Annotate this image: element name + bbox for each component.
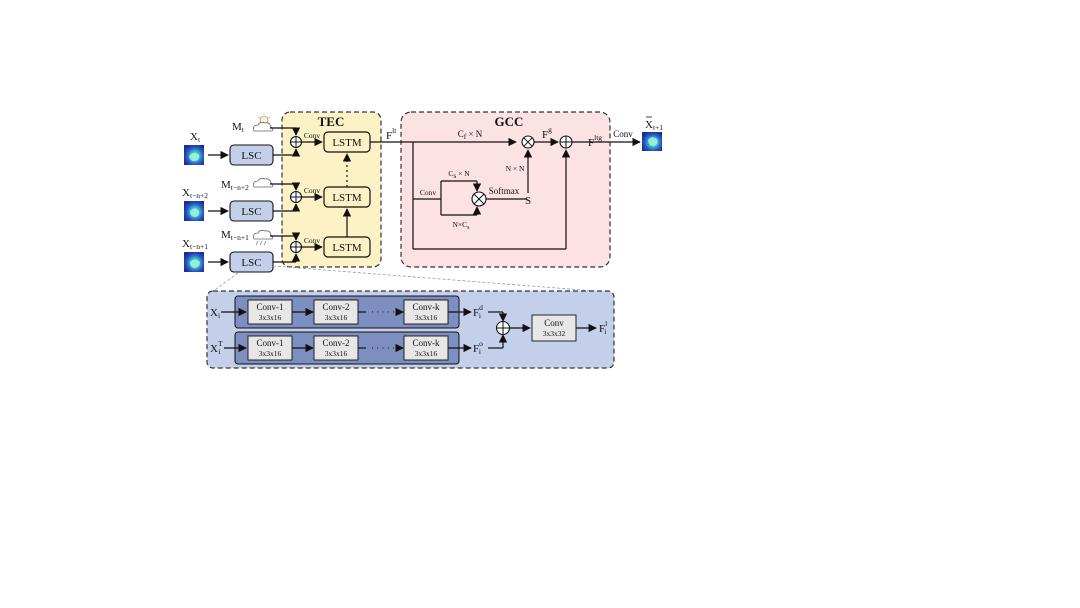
s-label: S — [525, 195, 531, 207]
row1-conv-k-size: 3x3x16 — [415, 313, 438, 322]
row1-conv-k-name: Conv-k — [413, 302, 441, 312]
lsc-detail: Xi Conv-1 3x3x16 Conv-2 3x3x16 · · · · ·… — [206, 290, 615, 369]
softmax-label: Softmax — [489, 186, 520, 196]
sum-node-3 — [289, 240, 303, 254]
lsc-label-3: LSC — [241, 257, 261, 269]
row2-conv-k-box — [403, 335, 449, 361]
zoom-guide-right — [272, 265, 609, 293]
output-satellite-image — [642, 132, 662, 151]
output-section: Fltg Conv Xt+1 — [572, 116, 663, 151]
row2-conv-2-size: 3x3x16 — [325, 349, 348, 358]
nn-label: N × N — [506, 164, 525, 173]
lstm-label-3: LSTM — [332, 242, 362, 254]
fltg-label: Fltg — [588, 133, 602, 149]
row2-conv-1-box — [247, 335, 293, 361]
sun-cloud-icon — [253, 113, 274, 132]
row1-dots: · · · · · — [371, 307, 395, 317]
m-label-2: Mt−n+2 — [221, 179, 249, 192]
row1-conv-k-box — [403, 299, 449, 325]
lstm-label-1: LSTM — [332, 137, 362, 149]
row2-conv-1-size: 3x3x16 — [259, 349, 282, 358]
final-conv-box — [531, 314, 577, 342]
fg-label: Fg — [542, 125, 552, 141]
tec-title: TEC — [318, 114, 345, 129]
tec-module: TEC LSTM LSTM LSTM Conv Conv Conv — [281, 111, 382, 268]
row1-conv-2-size: 3x3x16 — [325, 313, 348, 322]
output-x-hat-label: Xt+1 — [645, 119, 663, 132]
n-cs-label: N×Cs — [453, 220, 471, 231]
x-label-1: Xt — [190, 131, 201, 144]
m-label-3: Mt−n+1 — [221, 229, 249, 242]
sum-node-1 — [289, 135, 303, 149]
row1-conv-1-size: 3x3x16 — [259, 313, 282, 322]
satellite-image-1 — [184, 145, 204, 165]
row2-conv-1-name: Conv-1 — [257, 338, 284, 348]
multiply-node-top — [521, 135, 535, 149]
sum-node-2 — [289, 190, 303, 204]
zoom-guide-left — [211, 272, 239, 293]
row2-conv-2-name: Conv-2 — [323, 338, 350, 348]
cs-n-label: Cs × N — [448, 169, 470, 180]
lsc-label-1: LSC — [241, 150, 261, 162]
x-label-3: Xt−n+1 — [182, 238, 208, 251]
tec-conv-label-1: Conv — [304, 131, 321, 140]
gcc-title: GCC — [495, 114, 524, 129]
row1-conv-1-name: Conv-1 — [257, 302, 284, 312]
multiply-node-bottom — [471, 191, 487, 207]
row2-conv-k-name: Conv-k — [413, 338, 441, 348]
rain-cloud-icon — [253, 229, 274, 246]
lstm-label-2: LSTM — [332, 192, 362, 204]
m-label-1: Mt — [232, 121, 245, 134]
final-conv-size: 3x3x32 — [543, 329, 566, 338]
lsc-label-2: LSC — [241, 206, 261, 218]
row2-conv-2-box — [313, 335, 359, 361]
final-conv-name: Conv — [544, 318, 564, 328]
tec-conv-label-3: Conv — [304, 236, 321, 245]
row2-dots: · · · · · — [371, 343, 395, 353]
sum-node-gcc — [559, 135, 573, 149]
satellite-image-3 — [184, 252, 204, 272]
row1-input-label: Xi — [210, 307, 220, 320]
flt-label: Flt — [386, 126, 397, 142]
cf-n-label: Cf × N — [458, 129, 483, 141]
x-label-2: Xt−n+2 — [182, 187, 208, 200]
gcc-module: GCC Flt Cf × N Fg Conv Cs × N — [370, 111, 611, 268]
output-conv-label: Conv — [613, 129, 633, 139]
gcc-panel — [400, 111, 611, 268]
cloud-icon — [253, 177, 274, 188]
row1-conv-2-box — [313, 299, 359, 325]
row1-conv-2-name: Conv-2 — [323, 302, 350, 312]
row2-conv-k-size: 3x3x16 — [415, 349, 438, 358]
input-row-3: Xt−n+1 LSC Mt−n+1 — [182, 229, 301, 273]
tec-conv-label-2: Conv — [304, 186, 321, 195]
satellite-image-2 — [184, 201, 204, 221]
sum-node-lsc — [495, 320, 511, 336]
gcc-conv-label: Conv — [420, 188, 437, 197]
input-row-1: Xt LSC Mt — [184, 113, 301, 166]
input-row-2: Xt−n+2 LSC Mt−n+2 — [182, 177, 301, 222]
